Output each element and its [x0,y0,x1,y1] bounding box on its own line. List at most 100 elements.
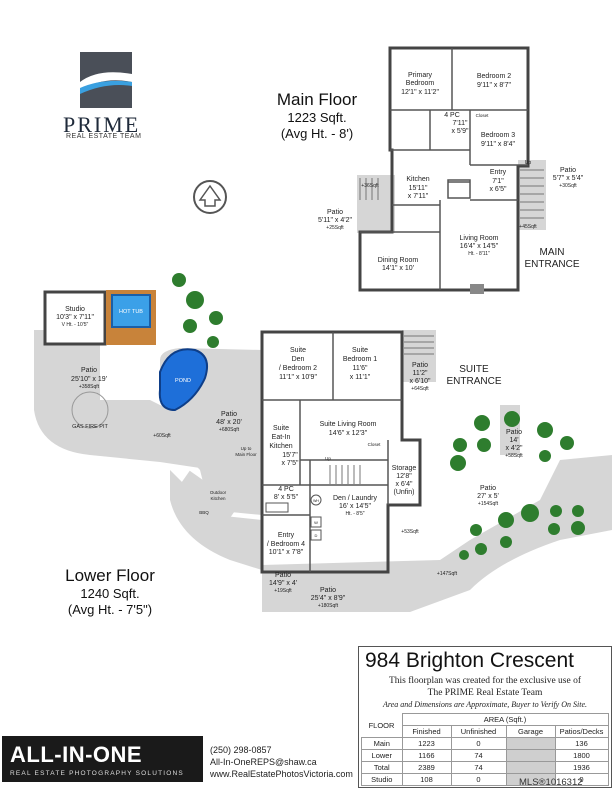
patio-d-sqft: +58Sqft [505,453,523,459]
shrub-icon [498,512,514,528]
table-cell: 1800 [554,749,609,762]
table-subheader-row: Finished Unfinished Garage Patios/Decks [362,725,609,738]
main-sqft-45: +45Sqft [519,224,537,230]
suite-den-label-3: / Bedroom 2 [279,365,317,372]
suite-entrance-label: SUITE [459,364,489,375]
patio-d-dim-2: x 4'2" [505,445,523,452]
shrub-icon [475,543,487,555]
outdoor-kitchen-label-2: Kitchen [210,496,226,501]
shrub-icon [571,521,585,535]
table-cell: 0 [554,773,609,786]
main-patio-left-dim: 5'11" x 4'2" [318,217,352,224]
main-floor-title: Main Floor [276,90,358,109]
up-to-main-label-2: Main Floor [235,452,257,457]
shrub-icon [186,291,204,309]
main-patio-right-label: Patio [560,167,576,174]
studio-shape [43,290,107,346]
main-closet-label: Closet [476,113,490,118]
big-patio-label: Patio [81,367,97,374]
suite-bed-1-dim: 11'6" [353,365,368,372]
shrub-icon [539,450,551,462]
lower-up-label: Up [325,456,331,461]
lower-sqft-53: +53Sqft [401,529,419,535]
lower-floor-area: 1240 Sqft. [80,586,140,601]
eik-label: Suite [273,425,289,432]
suite-bed-1-dim-2: x 11'1" [350,374,371,381]
table-cell: Studio [361,773,403,786]
lower-closet-label: Closet [368,442,382,447]
suite-den-dim: 11'1" x 10'9" [279,374,317,381]
table-cell: 2389 [401,761,452,774]
patio-48-label: Patio [221,411,237,418]
table-cell [505,737,556,750]
patio-d-label: Patio [506,429,522,436]
company-tagline: REAL ESTATE PHOTOGRAPHY SOLUTIONS [10,770,184,777]
entry-dim: 7'1" [492,178,504,185]
shrub-icon [500,536,512,548]
main-floor-area: 1223 Sqft. [287,110,347,125]
contact-email[interactable]: All-In-OneREPS@shaw.ca [210,757,317,767]
shrub-icon [459,550,469,560]
shrub-icon [183,319,197,333]
studio-dim: 10'3" x 7'11" [56,314,94,321]
main-patio-right-dim: 5'7" x 5'4" [553,175,584,182]
table-cell: Main [361,737,403,750]
lower-bath-dim: 8' x 5'5" [274,494,299,501]
primary-bedroom-label-2: Bedroom [406,80,435,87]
patio-a-label: Patio [275,572,291,579]
shrub-icon [477,438,491,452]
table-header-row: FLOOR AREA (Sqft.) [361,713,609,738]
storage-note: (Unfin) [393,489,414,496]
floor-header: FLOOR [361,713,403,738]
up-to-main-label: Up to [241,446,252,451]
dining-room-dim: 14'1" x 10' [382,265,414,272]
suite-living-label: Suite Living Room [320,421,377,428]
bedroom-3-label: Bedroom 3 [481,132,515,139]
main-patio-left-shape [357,175,395,233]
property-address: 984 Brighton Crescent [365,649,574,672]
patio-a-sqft: +19Sqft [274,588,292,594]
eik-label-2: Eat-In [272,434,291,441]
den-laundry-dim: 16' x 14'5" [339,503,372,510]
dining-room-label: Dining Room [378,257,419,264]
lower-patios [34,330,612,612]
shrub-icon [572,505,584,517]
patio-48-dim: 48' x 20' [216,419,242,426]
bbq-label: BBQ [199,510,209,515]
entry-bed-4-label-2: / Bedroom 4 [267,541,305,548]
shrub-icon [209,311,223,325]
kitchen-label: Kitchen [406,176,429,183]
col-patios: Patios/Decks [554,725,609,738]
main-bath-dim: 7'11" [453,120,468,127]
shrub-icon [521,504,539,522]
suite-bed-1-label: Suite [352,347,368,354]
bedroom-3-dim: 9'11" x 8'4" [481,141,515,148]
bedroom-2-dim: 9'11" x 8'7" [477,82,511,89]
patio-c-sqft: +154Sqft [478,501,499,507]
suite-living-dim: 14'6" x 12'3" [329,430,368,437]
dryer-label: D [315,533,318,538]
main-bath-dim-2: x 5'9" [451,128,469,135]
table-cell: 108 [401,773,452,786]
main-sqft-36: +36Sqft [361,183,379,189]
shrub-icon [172,273,186,287]
suite-patio-sqft: +64Sqft [411,386,429,392]
contact-website[interactable]: www.RealEstatePhotosVictoria.com [210,769,353,779]
pond-label: POND [175,378,191,384]
table-cell: Total [361,761,403,774]
info-line-3: Area and Dimensions are Approximate, Buy… [382,700,588,709]
gas-fire-pit-label: GAS FIRE PIT [72,424,108,430]
main-patio-left-label: Patio [327,209,343,216]
entry-bed-4-label: Entry [278,532,295,539]
company-name: ALL-IN-ONE [10,742,143,767]
bathtub-icon [265,502,289,513]
studio-height: V Ht. - 10'5" [62,322,89,328]
shrub-icon [548,523,560,535]
shrub-icon [504,411,520,427]
entry-dim-2: x 6'5" [489,186,507,193]
storage-dim-2: x 6'4" [395,481,413,488]
main-floor-height: (Avg Ht. - 8') [280,126,354,141]
logo-tagline: REAL ESTATE TEAM [66,133,142,140]
living-room-label: Living Room [460,235,499,242]
area-table: FLOOR AREA (Sqft.) Finished Unfinished G… [361,713,609,786]
